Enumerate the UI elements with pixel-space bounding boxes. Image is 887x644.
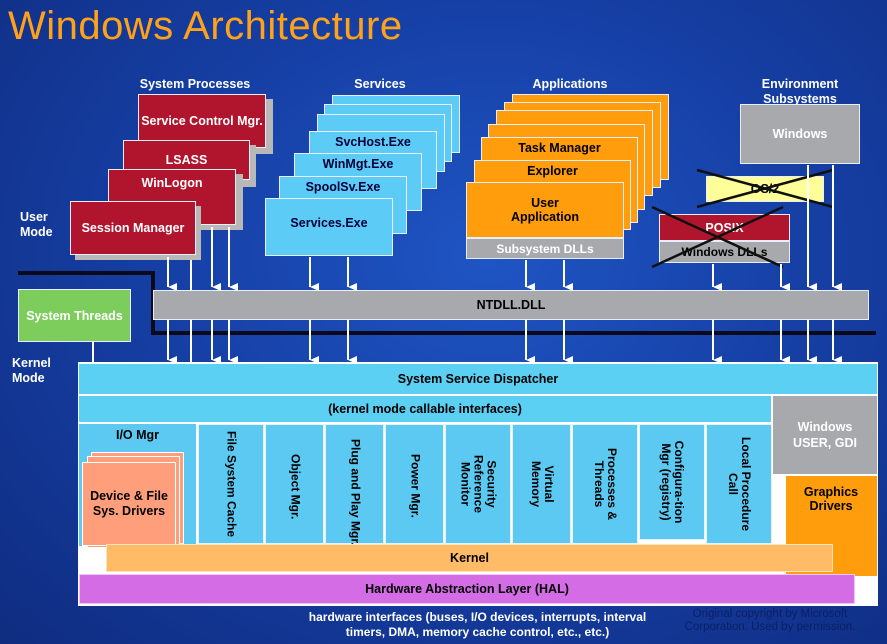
session-manager-box[interactable]: Session Manager <box>70 201 196 255</box>
arrows <box>92 165 842 394</box>
services-header: Services <box>354 77 406 91</box>
device-file-sys-drivers-box[interactable]: Device & File Sys. Drivers <box>82 462 176 546</box>
copyright-text: Original copyright by Microsoft Corporat… <box>684 608 856 633</box>
power-mgr-box[interactable]: Power Mgr. <box>385 424 444 544</box>
applications-header: Applications <box>532 77 608 91</box>
page-title: Windows Architecture <box>8 4 403 48</box>
local-procedure-call-label: Local Procedure Call <box>726 436 753 532</box>
os2-cross-icon <box>696 168 834 209</box>
user-mode-label: User Mode <box>20 210 53 239</box>
windows-user-gdi-box[interactable]: Windows USER, GDI <box>773 396 877 474</box>
system-processes-header: System Processes <box>139 77 251 91</box>
posix-cross-icon <box>651 205 784 269</box>
file-system-cache-box[interactable]: File System Cache <box>198 424 264 544</box>
kernel-box[interactable]: Kernel <box>106 544 833 572</box>
windows-dlls-box[interactable]: Windows DLLs <box>659 241 790 263</box>
kernel-callable-interfaces-box[interactable]: (kernel mode callable interfaces) <box>79 396 771 422</box>
hardware-interfaces-text: hardware interfaces (buses, I/O devices,… <box>308 610 647 639</box>
local-procedure-call-box[interactable]: Local Procedure Call <box>706 424 772 544</box>
windows-subsystem-box[interactable]: Windows <box>740 104 860 164</box>
kernel-mode-label: Kernel Mode <box>12 356 51 385</box>
service-control-mgr-box[interactable]: Service Control Mgr. <box>138 94 266 148</box>
environment-subsystems-header: Environment Subsystems <box>761 77 839 106</box>
configuration-mgr-label: Configura-tion Mgr (registry) <box>659 440 686 524</box>
processes-threads-label: Processes & Threads <box>592 447 619 521</box>
io-mgr-label: I/O Mgr <box>115 428 160 442</box>
configuration-mgr-box[interactable]: Configura-tion Mgr (registry) <box>639 424 705 540</box>
system-threads-box[interactable]: System Threads <box>18 289 131 342</box>
virtual-memory-label: Virtual Memory <box>528 460 556 507</box>
object-mgr-label: Object Mgr. <box>288 454 302 520</box>
security-reference-monitor-label: Security Reference Monitor <box>458 454 499 514</box>
ntdll-box[interactable]: NTDLL.DLL <box>153 290 869 320</box>
user-application-box[interactable]: User Application <box>466 182 624 238</box>
mode-boundary-line <box>151 331 876 335</box>
plug-and-play-mgr-label: Plug and Play Mgr. <box>348 439 362 546</box>
processes-threads-box[interactable]: Processes & Threads <box>572 424 638 544</box>
object-mgr-box[interactable]: Object Mgr. <box>265 424 324 544</box>
system-service-dispatcher-box[interactable]: System Service Dispatcher <box>79 364 877 394</box>
subsystem-dlls-box[interactable]: Subsystem DLLs <box>466 238 624 259</box>
services-exe-box[interactable]: Services.Exe <box>265 198 393 256</box>
file-system-cache-label: File System Cache <box>224 430 239 538</box>
power-mgr-label: Power Mgr. <box>408 454 422 519</box>
mode-boundary-line <box>18 271 155 275</box>
hal-box[interactable]: Hardware Abstraction Layer (HAL) <box>79 574 855 604</box>
plug-and-play-mgr-box[interactable]: Plug and Play Mgr. <box>325 424 384 546</box>
security-reference-monitor-box[interactable]: Security Reference Monitor <box>445 424 511 544</box>
virtual-memory-box[interactable]: Virtual Memory <box>512 424 571 544</box>
